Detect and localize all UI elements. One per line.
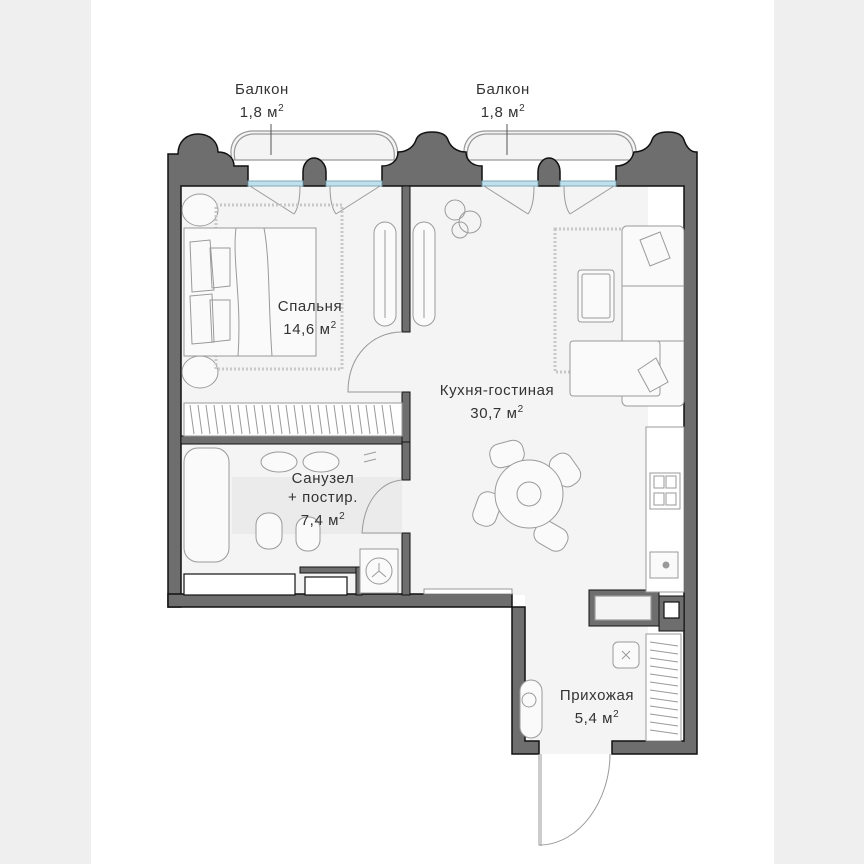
exterior-walls [167, 131, 698, 755]
room-area: 1,8 м2 [239, 103, 285, 121]
chair-icon [472, 491, 502, 527]
entrance-door-icon [538, 753, 611, 846]
kitchen-furniture [423, 426, 685, 595]
room-label-bathroom: Санузел + постир. 7,4 м2 [288, 469, 358, 530]
sofa-icon [569, 225, 685, 407]
bathtub-icon [183, 447, 230, 563]
washbasin-icon [302, 451, 340, 473]
room-area: 5,4 м2 [574, 709, 620, 727]
room-label-hallway: Прихожая 5,4 м2 [560, 686, 634, 728]
bathroom-fixtures [183, 447, 399, 594]
hallway-furniture [519, 633, 682, 742]
room-name: Балкон [235, 81, 289, 98]
room-label-bedroom: Спальня 14,6 м2 [278, 297, 342, 339]
living-furniture [444, 199, 685, 407]
washbasin-icon [260, 451, 298, 473]
toilet-icon [255, 512, 283, 550]
room-area: 1,8 м2 [480, 103, 526, 121]
room-name-line2: + постир. [287, 489, 359, 506]
door-swings [347, 331, 611, 846]
utility-shafts [183, 573, 680, 621]
bathroom-door-icon [361, 479, 403, 534]
kitchen-sink-icon [649, 551, 679, 579]
room-name: Балкон [476, 81, 530, 98]
shelf-icon [423, 588, 513, 595]
nightstand-icon [181, 193, 219, 227]
room-area: 14,6 м2 [283, 320, 337, 338]
balcony-leader-lines [270, 124, 508, 155]
room-label-balcony-right: Балкон 1,8 м2 [476, 80, 530, 122]
coffee-table-icon [577, 269, 615, 323]
stove-icon [649, 472, 681, 510]
nightstand-icon [181, 355, 219, 389]
room-label-balcony-left: Балкон 1,8 м2 [235, 80, 289, 122]
room-label-kitchen-living: Кухня-гостиная 30,7 м2 [440, 381, 555, 423]
room-name: Спальня [277, 298, 343, 315]
room-name: Прихожая [559, 687, 635, 704]
wardrobe-icon [183, 402, 403, 437]
dining-table-icon [472, 439, 582, 552]
towel-icon [363, 451, 377, 463]
bidet-icon [295, 516, 321, 552]
bedroom-door-icon [347, 331, 403, 393]
balcony-left [230, 130, 399, 161]
windows [247, 180, 617, 187]
room-area: 30,7 м2 [470, 404, 524, 422]
plant-icon [444, 199, 482, 239]
room-name: Кухня-гостиная [439, 382, 555, 399]
room-name: Санузел [291, 470, 355, 487]
window-sashes [249, 185, 615, 215]
bench-icon [519, 679, 543, 739]
bedroom-furniture [181, 193, 436, 437]
balcony-right [463, 130, 637, 161]
room-area: 7,4 м2 [300, 511, 346, 529]
